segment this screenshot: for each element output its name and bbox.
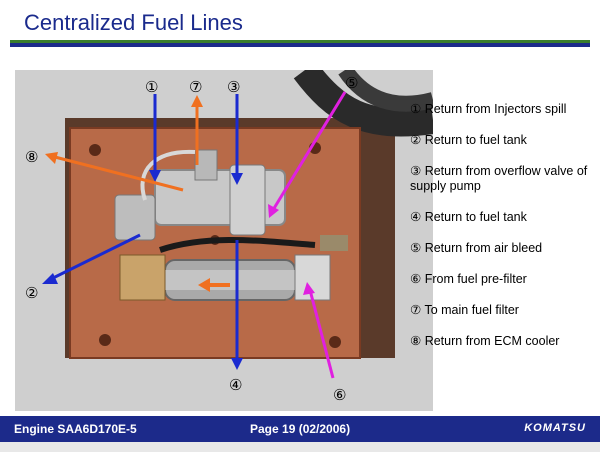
photo-label-8: ⑧	[25, 148, 38, 166]
legend-item-3: ③ Return from overflow valve of supply p…	[410, 164, 588, 193]
legend-item-6: ⑥ From fuel pre-filter	[410, 272, 527, 286]
slide-title: Centralized Fuel Lines	[24, 10, 243, 35]
legend-item-2: ② Return to fuel tank	[410, 133, 527, 147]
photo-label-1: ①	[145, 78, 158, 96]
legend-item-1: ① Return from Injectors spill	[410, 102, 567, 116]
title-underline-blue	[10, 43, 590, 47]
footer-bar: Engine SAA6D170E-5 Page 19 (02/2006) KOM…	[0, 416, 600, 442]
title-underline-green	[10, 40, 590, 43]
fuel-lines-photo: ① ⑦ ③ ⑤ ⑧ ② ④ ⑥	[15, 70, 433, 411]
komatsu-logo: KOMATSU	[524, 422, 586, 434]
bottom-strip	[0, 442, 600, 452]
photo-label-3: ③	[227, 78, 240, 96]
legend-item-4: ④ Return to fuel tank	[410, 210, 527, 224]
callout-legend: ① Return from Injectors spill ② Return t…	[410, 102, 598, 365]
legend-item-5: ⑤ Return from air bleed	[410, 241, 543, 255]
photo-label-7: ⑦	[189, 78, 202, 96]
footer-engine-model: Engine SAA6D170E-5	[14, 422, 137, 436]
footer-page-number: Page 19 (02/2006)	[250, 422, 351, 436]
legend-item-7: ⑦ To main fuel filter	[410, 303, 519, 317]
photo-label-5: ⑤	[345, 74, 358, 92]
photo-label-2: ②	[25, 284, 38, 302]
photo-label-6: ⑥	[333, 386, 346, 404]
legend-item-8: ⑧ Return from ECM cooler	[410, 334, 560, 348]
photo-label-4: ④	[229, 376, 242, 394]
